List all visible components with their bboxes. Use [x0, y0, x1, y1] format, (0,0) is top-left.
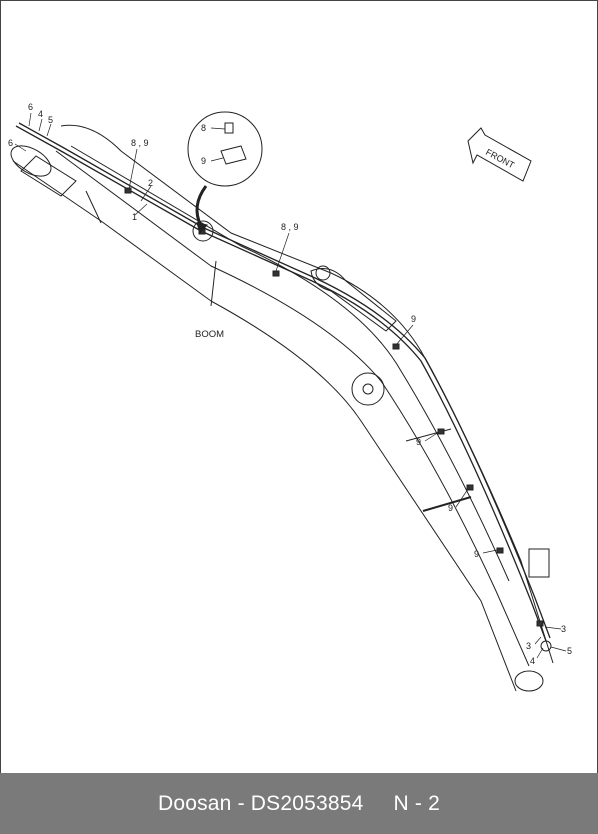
detail-clamp: [220, 145, 247, 165]
front-arrow: [467, 127, 532, 182]
callout-4-bottom: 4: [530, 656, 535, 666]
callout-2: 2: [148, 178, 153, 188]
detail-callout-8: 8: [201, 123, 206, 133]
boom-outline-bottom: [12, 160, 517, 692]
callout-4-left: 4: [38, 109, 43, 119]
drawing-frame: 6 4 5 6 8 , 9 2 1 8 , 9 8 9 9 9 9 9 3 3 …: [0, 0, 598, 774]
callout-9-c: 9: [448, 503, 453, 513]
detail-circle: [187, 111, 263, 187]
callout-leaders: [14, 112, 567, 659]
callout-8-9-b: 8 , 9: [281, 222, 299, 232]
boom-cylinder-pin: [351, 372, 385, 406]
callout-5-left: 5: [48, 115, 53, 125]
footer-brand: Doosan - DS2053854: [157, 791, 364, 815]
detail-arrow: [195, 185, 208, 227]
hose-line-1: [15, 125, 547, 642]
boom-foot-boss: [10, 145, 52, 177]
hose-clamps: [124, 187, 544, 627]
footer-page: N - 2: [393, 791, 441, 815]
detail-callout-9: 9: [201, 156, 206, 166]
callout-3-right: 3: [561, 624, 566, 634]
hose-line-2: [18, 122, 551, 639]
boom-inner-line: [55, 150, 530, 667]
boom-tip-boss: [514, 670, 544, 692]
boom-foot-plate: [20, 155, 77, 197]
boom-parts-diagram: 6 4 5 6 8 , 9 2 1 8 , 9 8 9 9 9 9 9 3 3 …: [8, 102, 572, 692]
callout-6-lower: 6: [8, 138, 13, 148]
boom-label: BOOM: [195, 329, 224, 340]
boom-head-lugs: [310, 268, 397, 332]
detail-bolt: [224, 122, 234, 134]
callout-3-left: 3: [526, 641, 531, 651]
callout-5-bottom: 5: [567, 646, 572, 656]
boom-inner-line-2: [70, 145, 510, 582]
boom-head-pin: [315, 265, 331, 281]
callout-6-upper: 6: [28, 102, 33, 112]
footer-bar: Doosan - DS2053854 N - 2: [0, 773, 598, 834]
callout-9-b: 9: [416, 437, 421, 447]
callout-1: 1: [132, 212, 137, 222]
callout-8-9-a: 8 , 9: [131, 138, 149, 148]
side-bracket: [528, 548, 550, 578]
callout-9-a: 9: [411, 314, 416, 324]
callout-9-d: 9: [474, 549, 479, 559]
boom-outline-top: [60, 124, 554, 664]
